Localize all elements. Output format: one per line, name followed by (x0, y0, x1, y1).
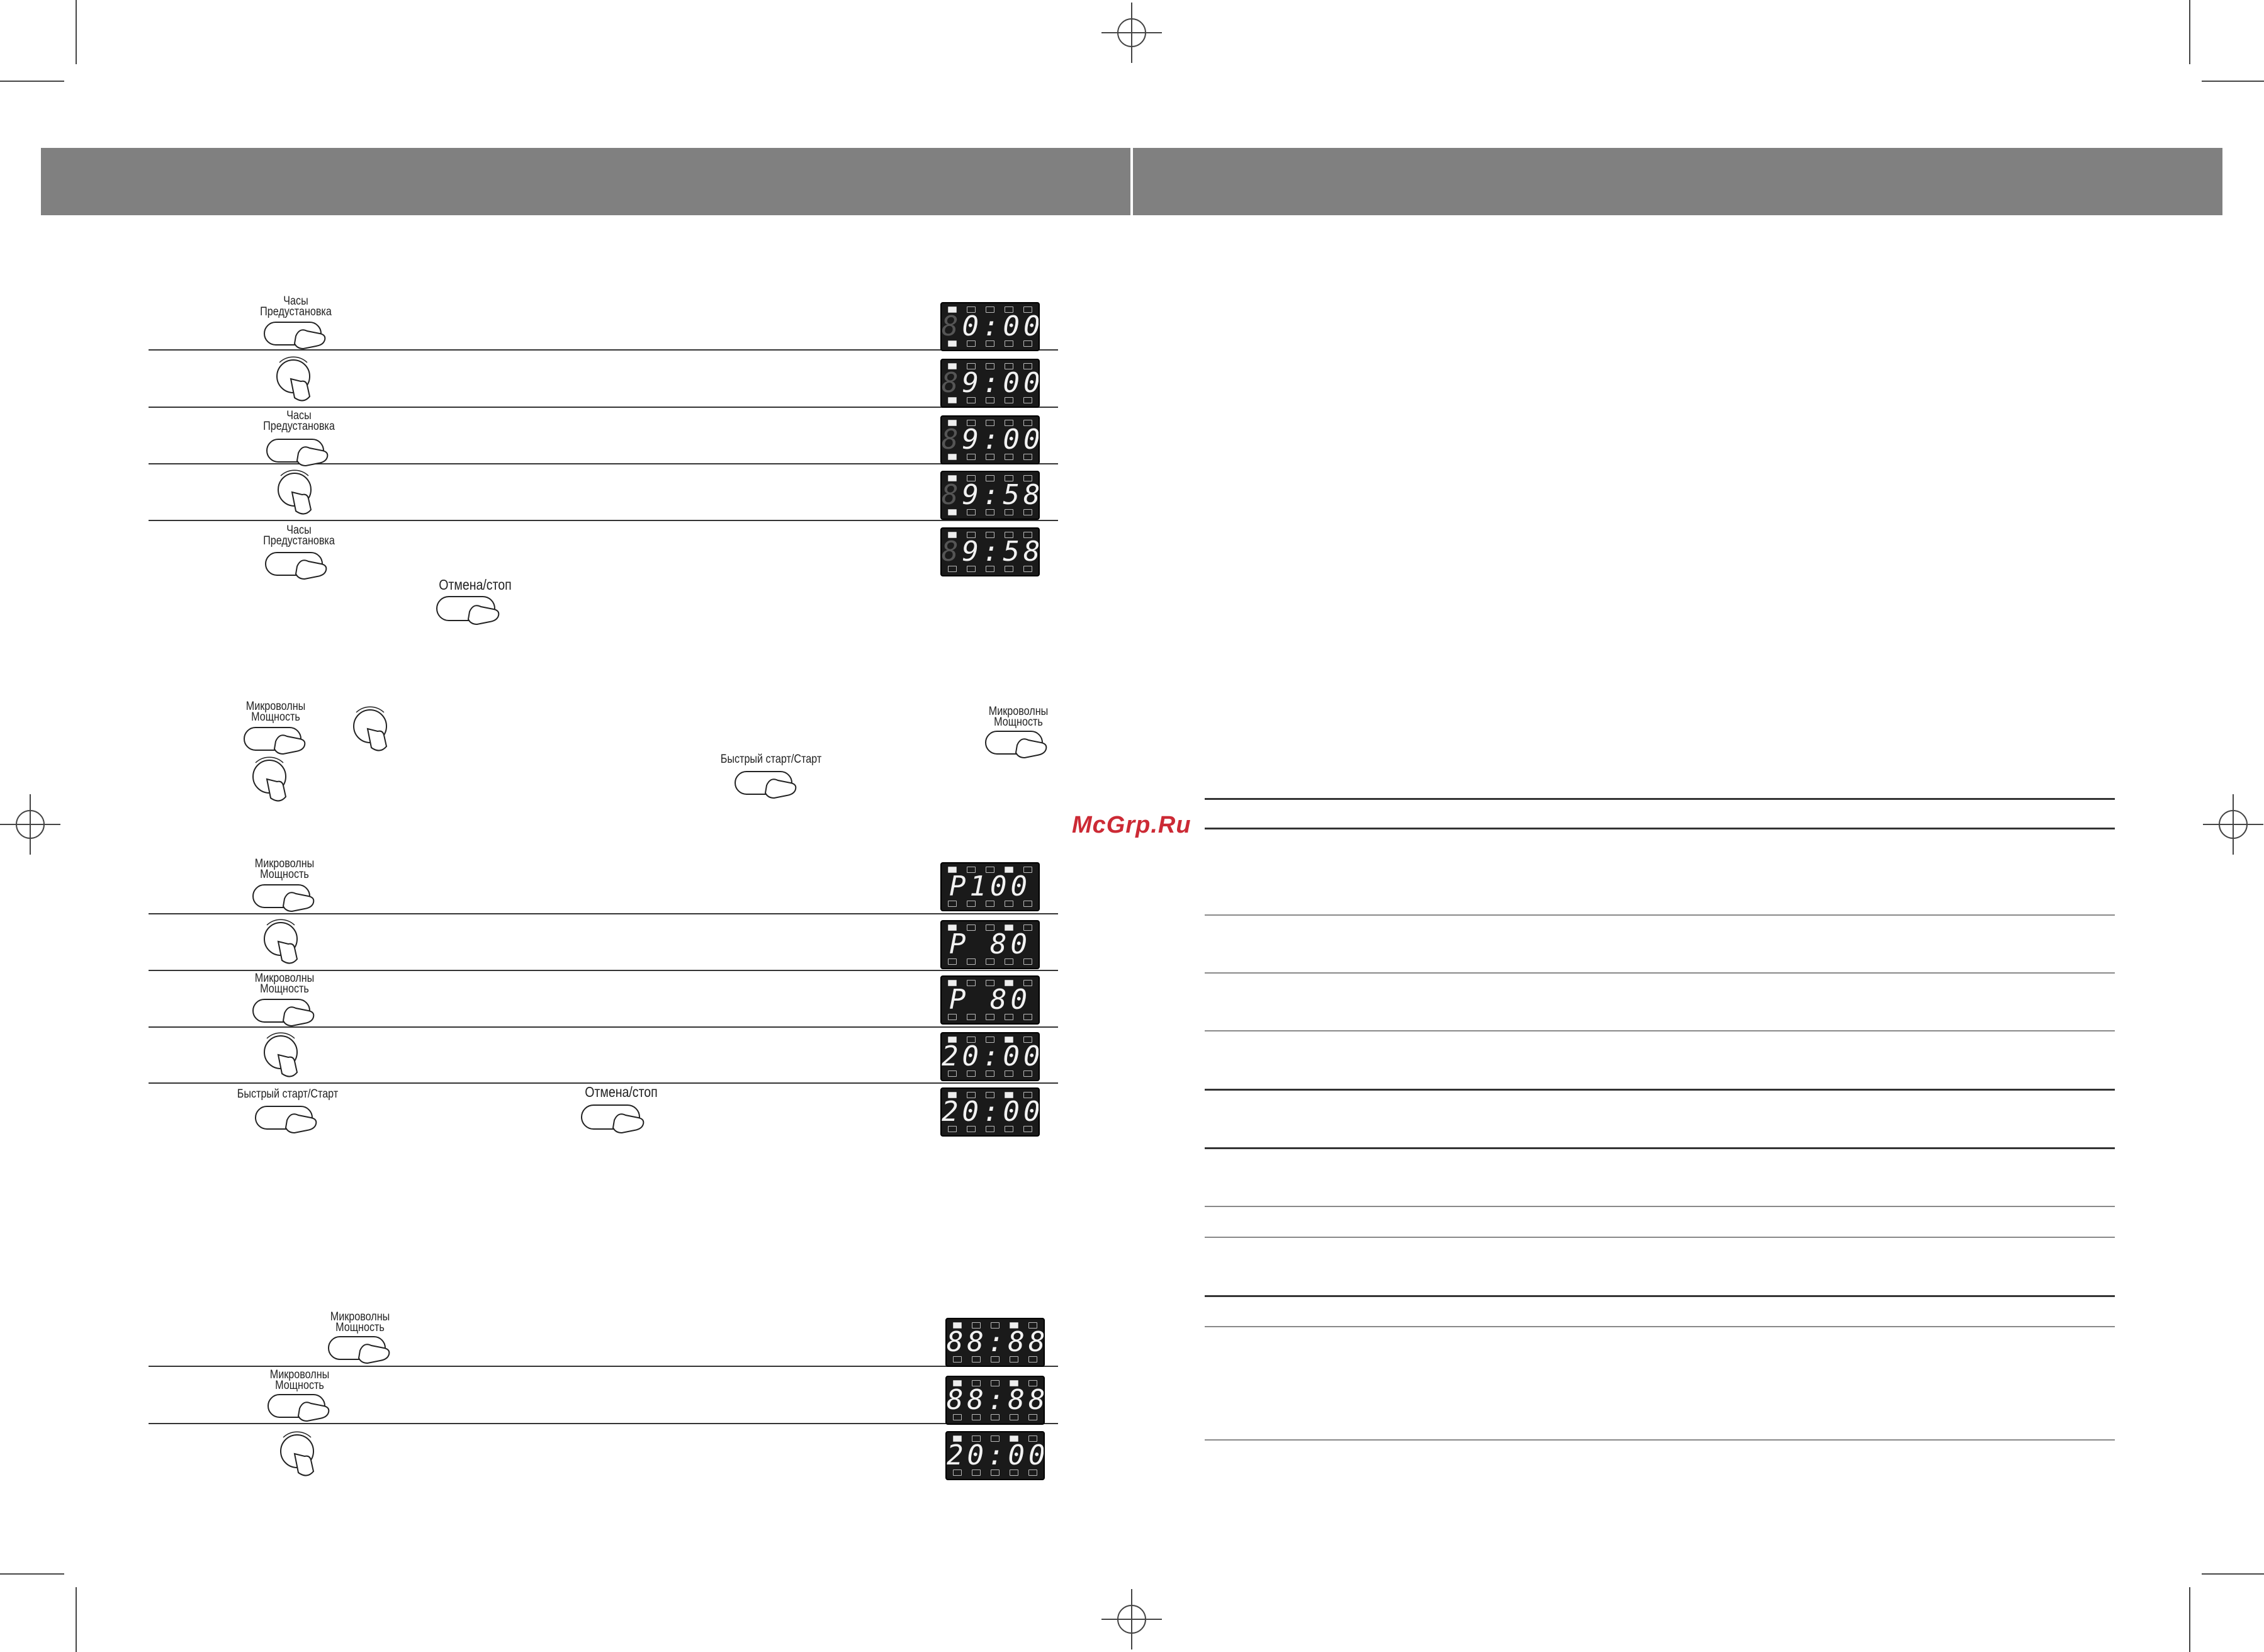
led-display: 89:00 (940, 359, 1040, 408)
header-band-right (1133, 148, 2222, 215)
led-display: 20:00 (945, 1431, 1045, 1480)
step-divider (149, 520, 1058, 521)
table-rule (1205, 828, 2115, 829)
table-rule (1205, 1326, 2115, 1327)
watermark: McGrp.Ru (1072, 812, 1191, 838)
led-display: 89:58 (940, 527, 1040, 576)
table-rule (1205, 914, 2115, 916)
press-button-icon[interactable] (984, 726, 1054, 761)
step-divider (149, 463, 1058, 464)
press-button-icon[interactable] (266, 434, 335, 469)
rotate-knob-icon[interactable] (274, 1429, 325, 1480)
step-divider (149, 1082, 1058, 1084)
crop-mark (76, 1587, 77, 1652)
rotate-knob-icon[interactable] (271, 354, 321, 405)
crop-mark (2202, 1573, 2264, 1575)
led-display: P 80 (940, 920, 1040, 969)
registration-mark-icon (2203, 794, 2263, 855)
registration-mark-icon (1101, 3, 1162, 63)
cancel-stop-button-icon[interactable] (580, 1100, 651, 1137)
table-rule (1205, 1089, 2115, 1091)
table-rule (1205, 1439, 2115, 1441)
press-button-icon[interactable] (243, 722, 312, 758)
cancel-stop-label: Отмена/стоп (439, 576, 512, 593)
rotate-knob-icon[interactable] (247, 754, 297, 806)
registration-mark-icon (0, 794, 60, 855)
table-rule (1205, 1030, 2115, 1031)
step-divider (149, 1366, 1058, 1367)
step-divider (149, 913, 1058, 914)
press-button-icon[interactable] (264, 548, 334, 583)
crop-mark (2189, 0, 2190, 64)
cancel-stop-label: Отмена/стоп (585, 1084, 658, 1100)
rotate-knob-icon[interactable] (272, 467, 322, 519)
led-display: P 80 (940, 975, 1040, 1025)
led-display: 88:88 (945, 1318, 1045, 1367)
led-display: 80:00 (940, 302, 1040, 351)
table-rule (1205, 1147, 2115, 1149)
led-display: P100 (940, 862, 1040, 911)
led-display: 20:00 (940, 1087, 1040, 1137)
header-band-left (41, 148, 1130, 215)
crop-mark (0, 81, 64, 82)
crop-mark (2189, 1587, 2190, 1652)
step-divider (149, 407, 1058, 408)
table-rule (1205, 1206, 2115, 1207)
registration-mark-icon (1101, 1589, 1162, 1649)
press-button-icon[interactable] (327, 1332, 397, 1367)
table-rule (1205, 798, 2115, 800)
cancel-stop-button-icon[interactable] (436, 592, 506, 628)
rotate-knob-icon[interactable] (258, 1030, 308, 1081)
step-divider (149, 349, 1058, 351)
crop-mark (0, 1573, 64, 1575)
rotate-knob-icon[interactable] (258, 916, 308, 968)
quick-start-label: Быстрый старт/Старт (720, 753, 822, 766)
crop-mark (76, 0, 77, 64)
quick-start-button-icon[interactable] (734, 767, 803, 802)
led-display: 20:00 (940, 1032, 1040, 1081)
press-button-icon[interactable] (252, 994, 321, 1030)
rotate-knob-icon[interactable] (347, 704, 398, 755)
press-button-icon[interactable] (267, 1390, 336, 1425)
led-display: 88:88 (945, 1376, 1045, 1425)
led-display: 89:00 (940, 415, 1040, 464)
press-button-icon[interactable] (252, 880, 321, 915)
quick-start-label: Быстрый старт/Старт (237, 1087, 339, 1101)
table-rule (1205, 1295, 2115, 1297)
step-divider (149, 970, 1058, 971)
press-button-icon[interactable] (263, 317, 332, 352)
crop-mark (2202, 81, 2264, 82)
step-divider (149, 1423, 1058, 1424)
step-divider (149, 1026, 1058, 1028)
table-rule (1205, 1237, 2115, 1238)
led-display: 89:58 (940, 471, 1040, 520)
table-rule (1205, 972, 2115, 974)
quick-start-button-icon[interactable] (254, 1101, 324, 1137)
